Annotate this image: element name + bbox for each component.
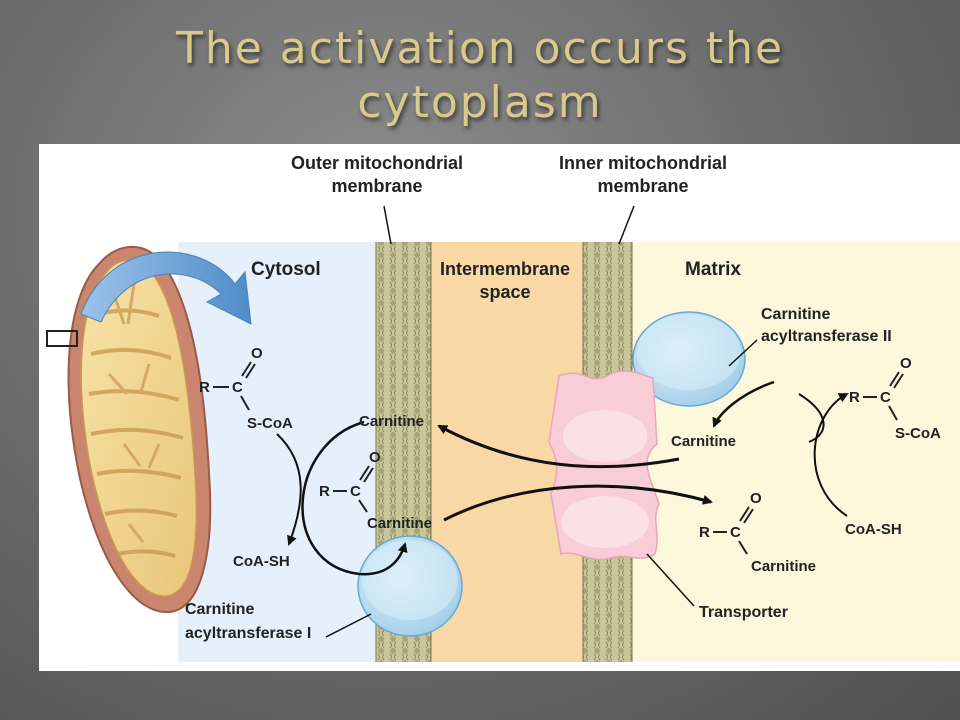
cytosol-coa-sh: CoA-SH xyxy=(233,553,290,570)
acyl-r: R xyxy=(199,379,210,396)
transporter-leader xyxy=(646,553,695,607)
acyl-c: C xyxy=(880,389,891,406)
cytosol-carnitine: Carnitine xyxy=(359,413,424,430)
carnitine-acyltransferase-ii-enzyme xyxy=(632,311,746,407)
cat2-label: Carnitine xyxy=(761,306,830,323)
cytosol-acylcoa-arc xyxy=(276,433,302,546)
outer-membrane-label: Outer mitochondrial xyxy=(291,153,463,173)
matrix-acylcarnitine: R C O Carnitine xyxy=(699,490,816,575)
diagram-panel: Outer mitochondrial membrane Inner mitoc… xyxy=(39,144,960,671)
cat1-label-2: acyltransferase I xyxy=(185,625,311,642)
carnitine-acyltransferase-i-enzyme xyxy=(357,535,463,637)
s-coa: S-CoA xyxy=(895,425,941,442)
intermembrane-label-2: space xyxy=(479,282,530,302)
inner-membrane-label: Inner mitochondrial xyxy=(559,153,727,173)
matrix-region xyxy=(632,242,960,662)
matrix-coa-sh: CoA-SH xyxy=(845,521,902,538)
matrix-label: Matrix xyxy=(685,259,741,280)
outer-membrane-label-2: membrane xyxy=(331,176,422,196)
cat2-leader xyxy=(728,339,758,367)
slide-title: The activation occurs the cytoplasm xyxy=(175,23,785,128)
carnitine-return-arrow xyxy=(437,424,680,469)
inner-membrane-leader xyxy=(618,205,635,245)
zoom-blue-arrow xyxy=(80,251,252,325)
cat2-label-2: acyltransferase II xyxy=(761,328,892,345)
acyl-c: C xyxy=(350,483,361,500)
zoom-indicator-box xyxy=(46,330,78,347)
cytosol-region xyxy=(178,242,376,662)
matrix-cat2-arc xyxy=(712,380,775,428)
acyl-o: O xyxy=(750,490,762,507)
s-coa: S-CoA xyxy=(247,415,293,432)
acyl-r: R xyxy=(319,483,330,500)
matrix-acyl-coa: R C O S-CoA xyxy=(849,355,941,442)
cytosol-label: Cytosol xyxy=(251,259,321,280)
acyl-c: C xyxy=(232,379,243,396)
cytosol-acyl-coa: R C O S-CoA xyxy=(199,345,293,432)
acyl-o: O xyxy=(900,355,912,372)
acyl-carnitine: Carnitine xyxy=(751,558,816,575)
cat1-leader xyxy=(325,613,372,638)
matrix-coa-arc xyxy=(813,393,849,517)
acyl-c: C xyxy=(730,524,741,541)
acylcarnitine-transport-arrow xyxy=(443,484,713,522)
matrix-carnitine: Carnitine xyxy=(671,433,736,450)
cytosol-carnitine-arc xyxy=(301,420,408,576)
acyl-carnitine: Carnitine xyxy=(367,515,432,532)
cat1-label: Carnitine xyxy=(185,601,254,618)
outer-membrane-leader xyxy=(383,205,392,245)
carnitine-shuttle-diagram: Outer mitochondrial membrane Inner mitoc… xyxy=(46,153,960,662)
acyl-o: O xyxy=(251,345,263,362)
matrix-acylcarnitine-arc xyxy=(798,393,825,443)
transporter-label: Transporter xyxy=(699,604,788,621)
intermembrane-label: Intermembrane xyxy=(440,259,570,279)
acyl-o: O xyxy=(369,449,381,466)
inner-membrane-label-2: membrane xyxy=(597,176,688,196)
cytosol-acylcarnitine: R C O Carnitine xyxy=(319,449,432,532)
acyl-r: R xyxy=(849,389,860,406)
acyl-r: R xyxy=(699,524,710,541)
